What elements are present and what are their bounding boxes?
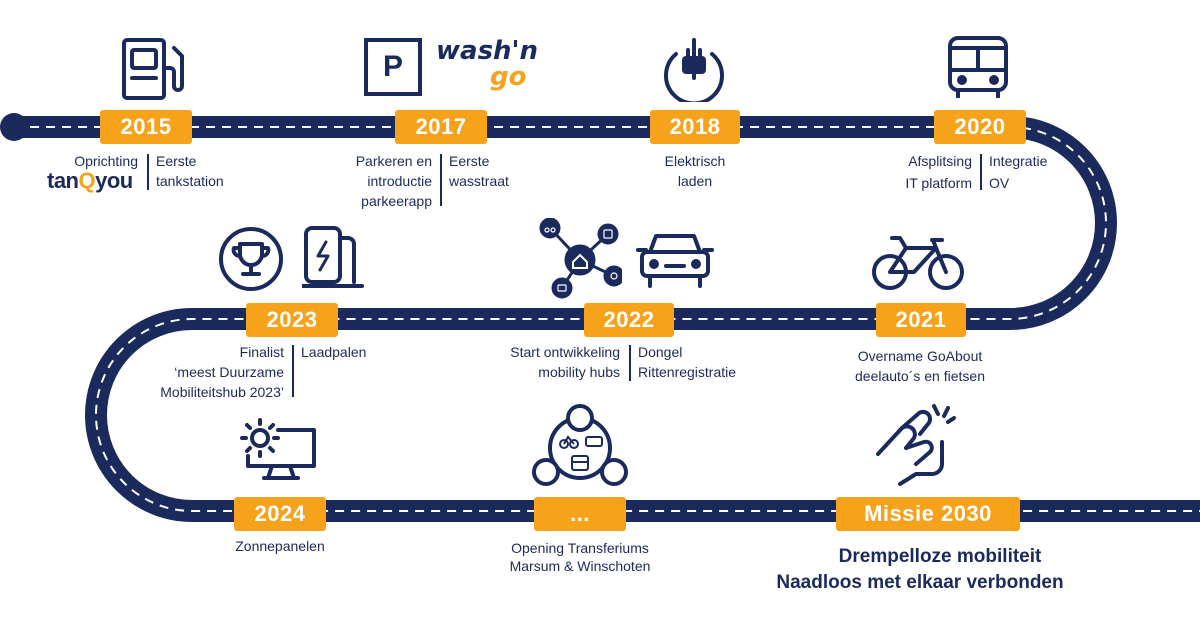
- label-wasstraat-2: wasstraat: [449, 173, 509, 189]
- timeline-start-dot: [0, 113, 28, 141]
- label-integratie-1: Integratie: [989, 153, 1048, 169]
- label-afsplitsing-1: Afsplitsing: [908, 153, 972, 169]
- label-dongel: Dongel: [638, 344, 683, 360]
- transferium-icon: [532, 404, 628, 486]
- year-badge-2022: 2022: [584, 303, 674, 337]
- label-afsplitsing-2: IT platform: [905, 175, 972, 191]
- label-eerste-tankstation-2: tankstation: [156, 173, 224, 189]
- label-opening-transferiums-1: Opening Transferiums: [511, 540, 649, 556]
- label-parkeren-2: introductie: [367, 173, 432, 189]
- label-rittenregistratie: Rittenregistratie: [638, 364, 737, 380]
- label-eerste-tankstation-1: Eerste: [156, 153, 197, 169]
- label-parkeren-1: Parkeren en: [355, 153, 432, 169]
- label-start-ontwikkeling-1: Start ontwikkeling: [510, 344, 620, 360]
- year-badge-2020: 2020: [934, 110, 1026, 144]
- divider-2023: [292, 345, 294, 397]
- divider-2020: [980, 154, 982, 190]
- tanqyou-logo: tanQyou: [47, 168, 133, 193]
- label-opening-transferiums-2: Marsum & Winschoten: [509, 558, 651, 574]
- car-icon: [636, 234, 714, 288]
- label-finalist-1: Finalist: [239, 344, 284, 360]
- washngo-logo-go: go: [490, 62, 527, 92]
- label-integratie-2: OV: [989, 175, 1010, 191]
- year-badge-dots: ...: [534, 497, 626, 531]
- label-laadpalen: Laadpalen: [301, 344, 367, 360]
- year-badge-2015: 2015: [100, 110, 192, 144]
- plug-icon: [664, 38, 724, 102]
- fuel-pump-icon: [122, 38, 184, 100]
- trophy-icon: [219, 227, 283, 291]
- label-parkeren-3: parkeerapp: [361, 193, 432, 209]
- bicycle-icon: [872, 236, 964, 290]
- label-start-ontwikkeling-2: mobility hubs: [538, 364, 620, 380]
- divider-2015: [147, 154, 149, 190]
- bus-icon: [948, 36, 1008, 98]
- charging-station-icon: [302, 226, 364, 288]
- year-badge-2023: 2023: [246, 303, 338, 337]
- mission-badge: Missie 2030: [836, 497, 1020, 531]
- label-overname-2: deelauto´s en fietsen: [855, 368, 985, 384]
- parking-icon: P: [364, 38, 422, 96]
- label-zonnepanelen: Zonnepanelen: [235, 538, 325, 554]
- label-wasstraat-1: Eerste: [449, 153, 490, 169]
- label-finalist-3: Mobiliteitshub 2023’: [160, 384, 284, 400]
- label-overname-1: Overname GoAbout: [857, 348, 983, 364]
- year-badge-2017: 2017: [395, 110, 487, 144]
- mobility-hub-network-icon: [539, 218, 622, 299]
- year-badge-2024: 2024: [234, 497, 326, 531]
- divider-2017: [440, 154, 442, 206]
- label-laden: laden: [677, 173, 713, 189]
- year-badge-2018: 2018: [650, 110, 740, 144]
- mission-line-2: Naadloos met elkaar verbonden: [776, 572, 1064, 593]
- label-finalist-2: ‘meest Duurzame: [174, 364, 284, 380]
- label-oprichting: Oprichting: [74, 153, 138, 169]
- handshake-icon: [876, 404, 956, 486]
- year-badge-2021: 2021: [876, 303, 966, 337]
- label-elektrisch: Elektrisch: [664, 153, 726, 169]
- mission-line-1: Drempelloze mobiliteit: [838, 546, 1042, 567]
- divider-2022: [629, 345, 631, 381]
- washngo-logo: wash'n: [436, 36, 539, 66]
- solar-monitor-icon: [240, 418, 316, 480]
